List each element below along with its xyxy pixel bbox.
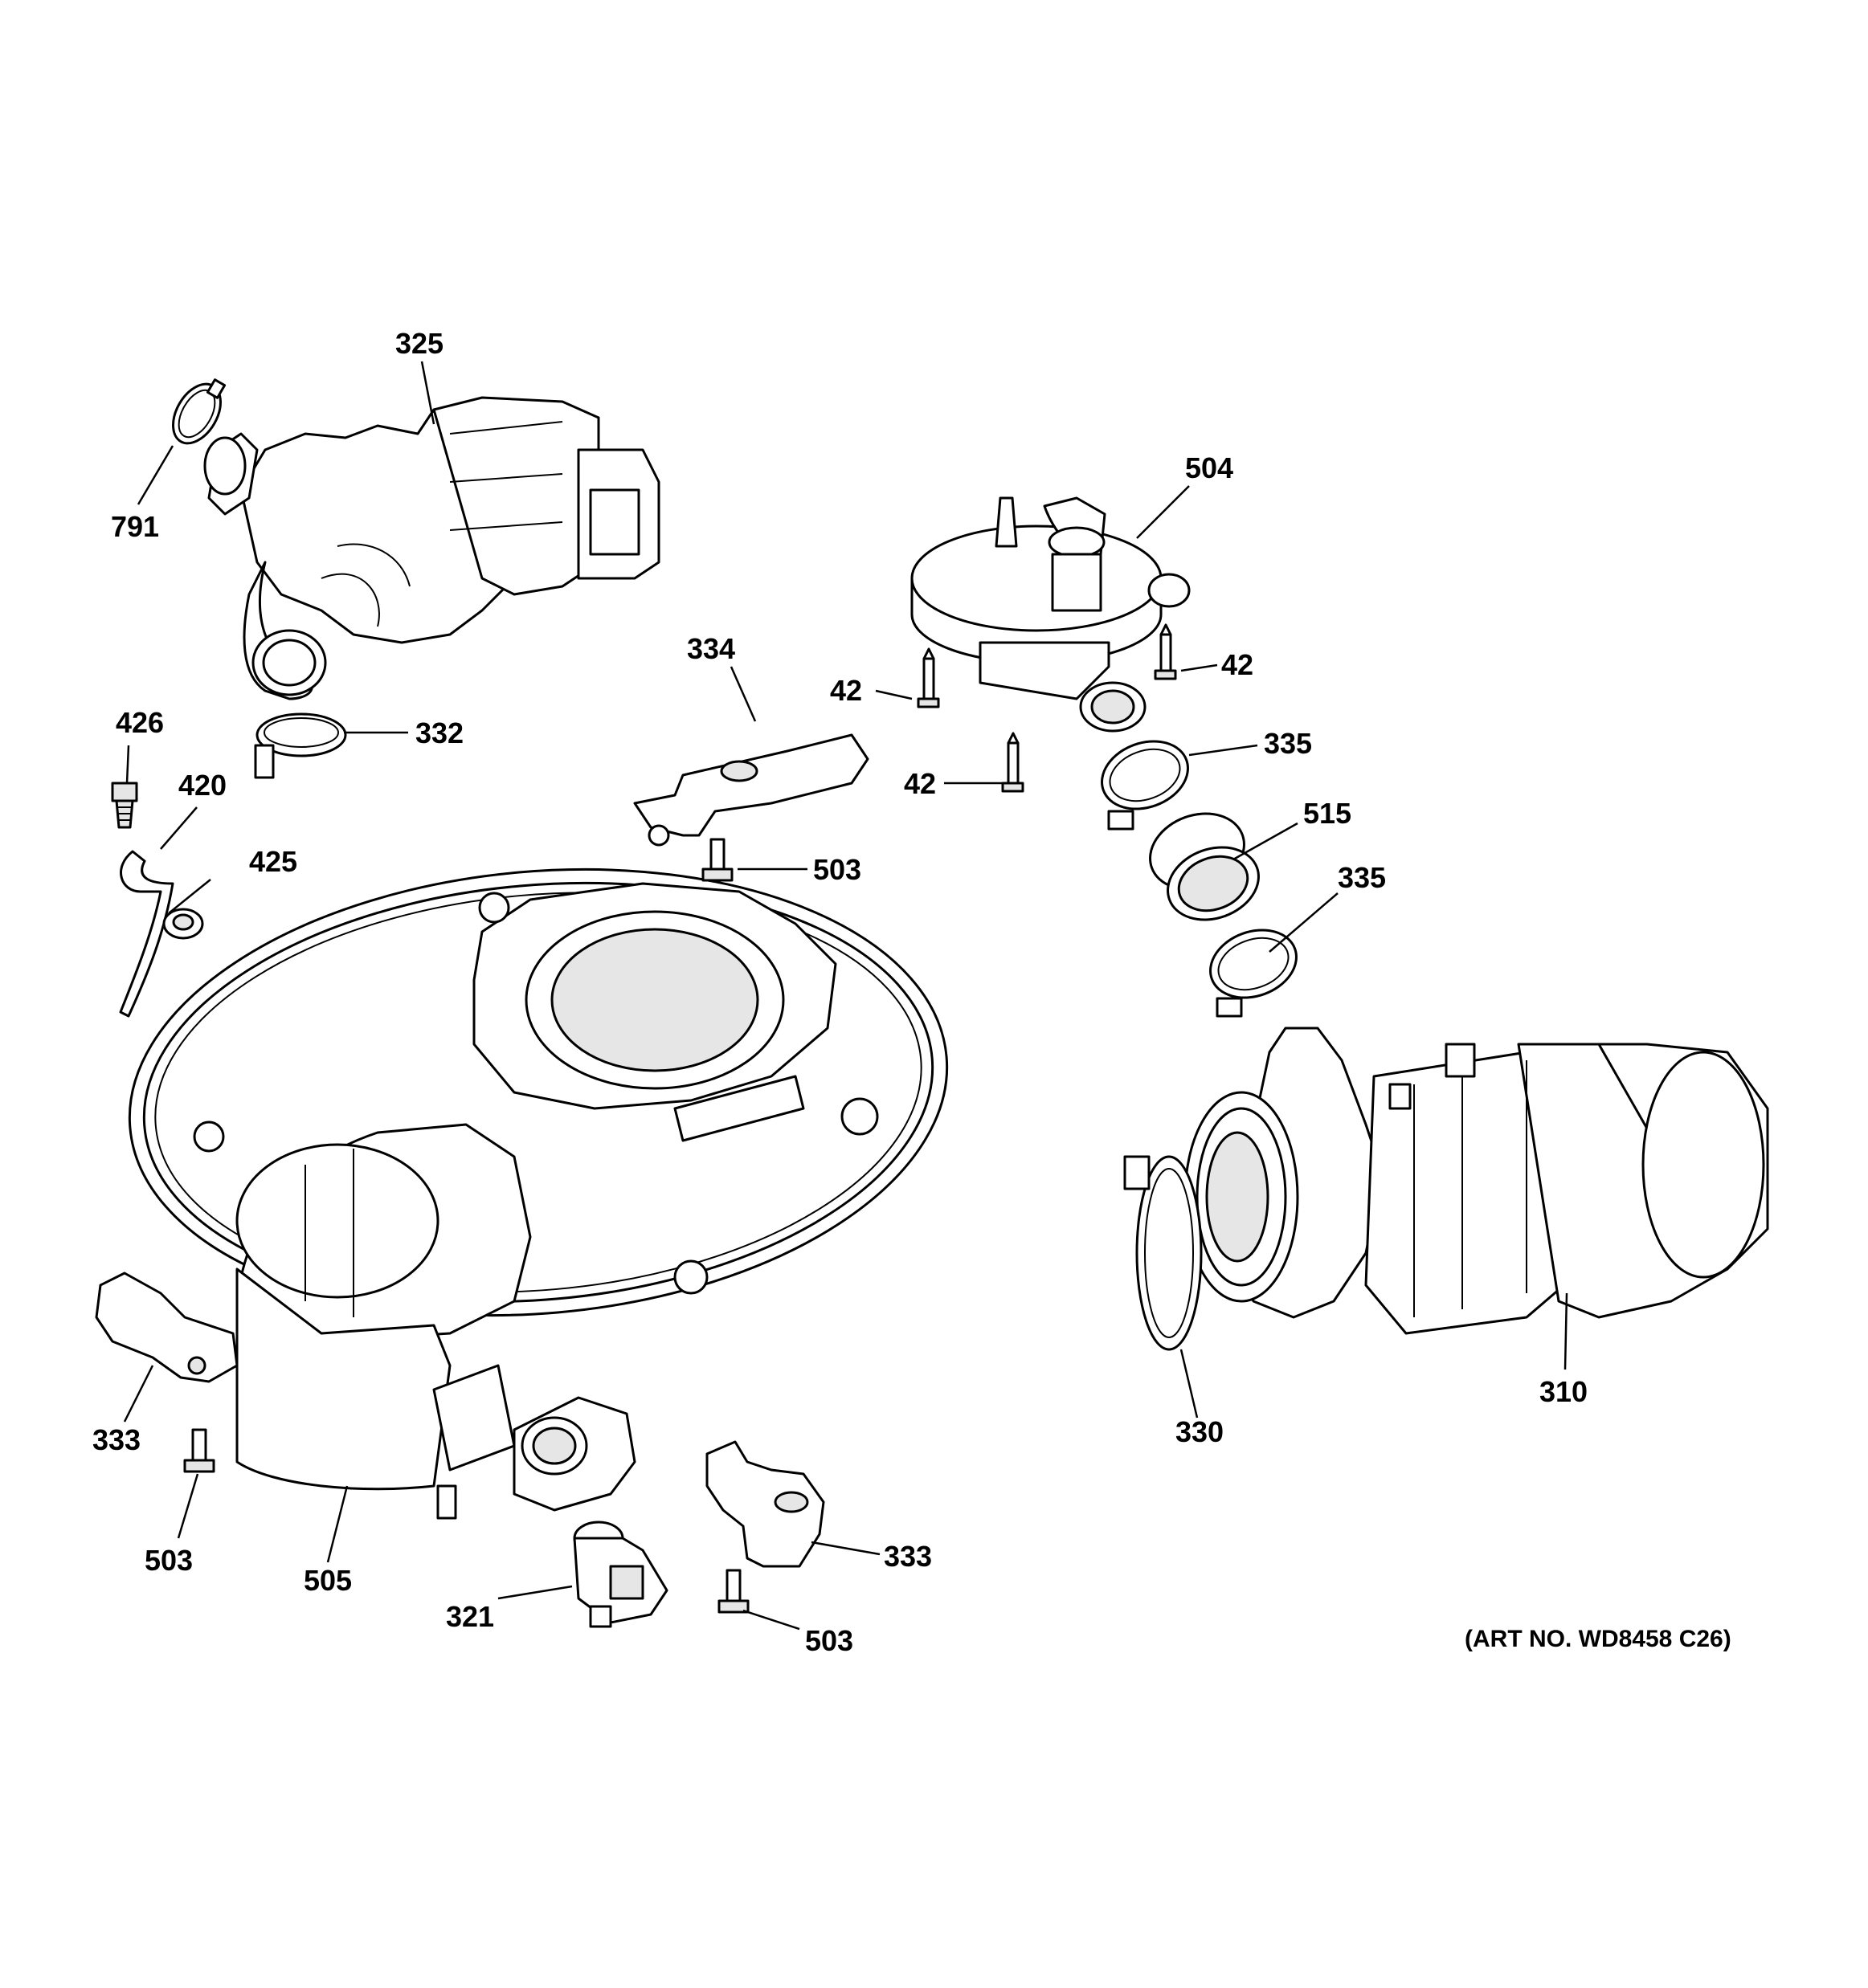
callout-310: 310 — [1539, 1375, 1588, 1408]
callout-334: 334 — [687, 632, 735, 665]
part-515-hose — [1149, 812, 1260, 921]
part-42-screw-left — [917, 647, 940, 708]
callout-335-lower: 335 — [1338, 861, 1386, 894]
part-503-screw-bottom — [717, 1569, 750, 1614]
part-332-hose-clamp — [254, 712, 347, 779]
part-503-screw-left — [183, 1428, 215, 1473]
callout-325: 325 — [395, 327, 443, 360]
callout-332: 332 — [415, 716, 464, 749]
part-420-wire-spring — [119, 850, 174, 1018]
callout-425: 425 — [249, 845, 297, 878]
part-321-sensor — [573, 1521, 668, 1628]
part-42-screw-bottom — [1001, 732, 1024, 793]
callout-labels: 325 791 332 426 420 425 504 334 42 42 42… — [92, 327, 1731, 1657]
part-426-screw — [111, 782, 138, 829]
callout-505: 505 — [304, 1564, 352, 1597]
part-310-circulation-pump — [1183, 1027, 1769, 1335]
callout-321: 321 — [446, 1600, 494, 1633]
callout-503-bottom: 503 — [805, 1624, 853, 1657]
part-503-screw-top — [701, 838, 734, 882]
part-791-hose-clamp — [172, 378, 227, 445]
part-505-sump — [128, 867, 949, 1520]
part-333-bracket-left — [95, 1272, 239, 1383]
part-425-grommet — [162, 908, 204, 940]
callout-426: 426 — [116, 706, 164, 739]
callout-333-right: 333 — [884, 1540, 932, 1573]
leader-lines — [123, 361, 1568, 1631]
callout-420: 420 — [178, 769, 227, 802]
callout-42-left: 42 — [830, 674, 862, 707]
part-333-bracket-right — [705, 1440, 825, 1568]
callout-504: 504 — [1185, 451, 1233, 484]
callout-42-right: 42 — [1221, 648, 1253, 681]
part-334-bracket — [633, 733, 869, 847]
callout-503-left: 503 — [145, 1544, 193, 1577]
callout-42-bottom: 42 — [904, 767, 936, 800]
part-42-screw-right — [1154, 623, 1177, 680]
art-number: (ART NO. WD8458 C26) — [1465, 1626, 1731, 1652]
part-504-diverter — [910, 496, 1191, 733]
callout-791: 791 — [111, 510, 159, 543]
callout-515: 515 — [1303, 797, 1351, 830]
part-325-drain-pump — [203, 396, 660, 700]
part-335-clamp-upper — [1101, 740, 1189, 831]
callout-335-upper: 335 — [1264, 727, 1312, 760]
callout-503-top: 503 — [813, 853, 861, 886]
callout-330: 330 — [1175, 1415, 1224, 1448]
part-330-clamp — [1123, 1155, 1203, 1351]
callout-333-left: 333 — [92, 1423, 141, 1456]
